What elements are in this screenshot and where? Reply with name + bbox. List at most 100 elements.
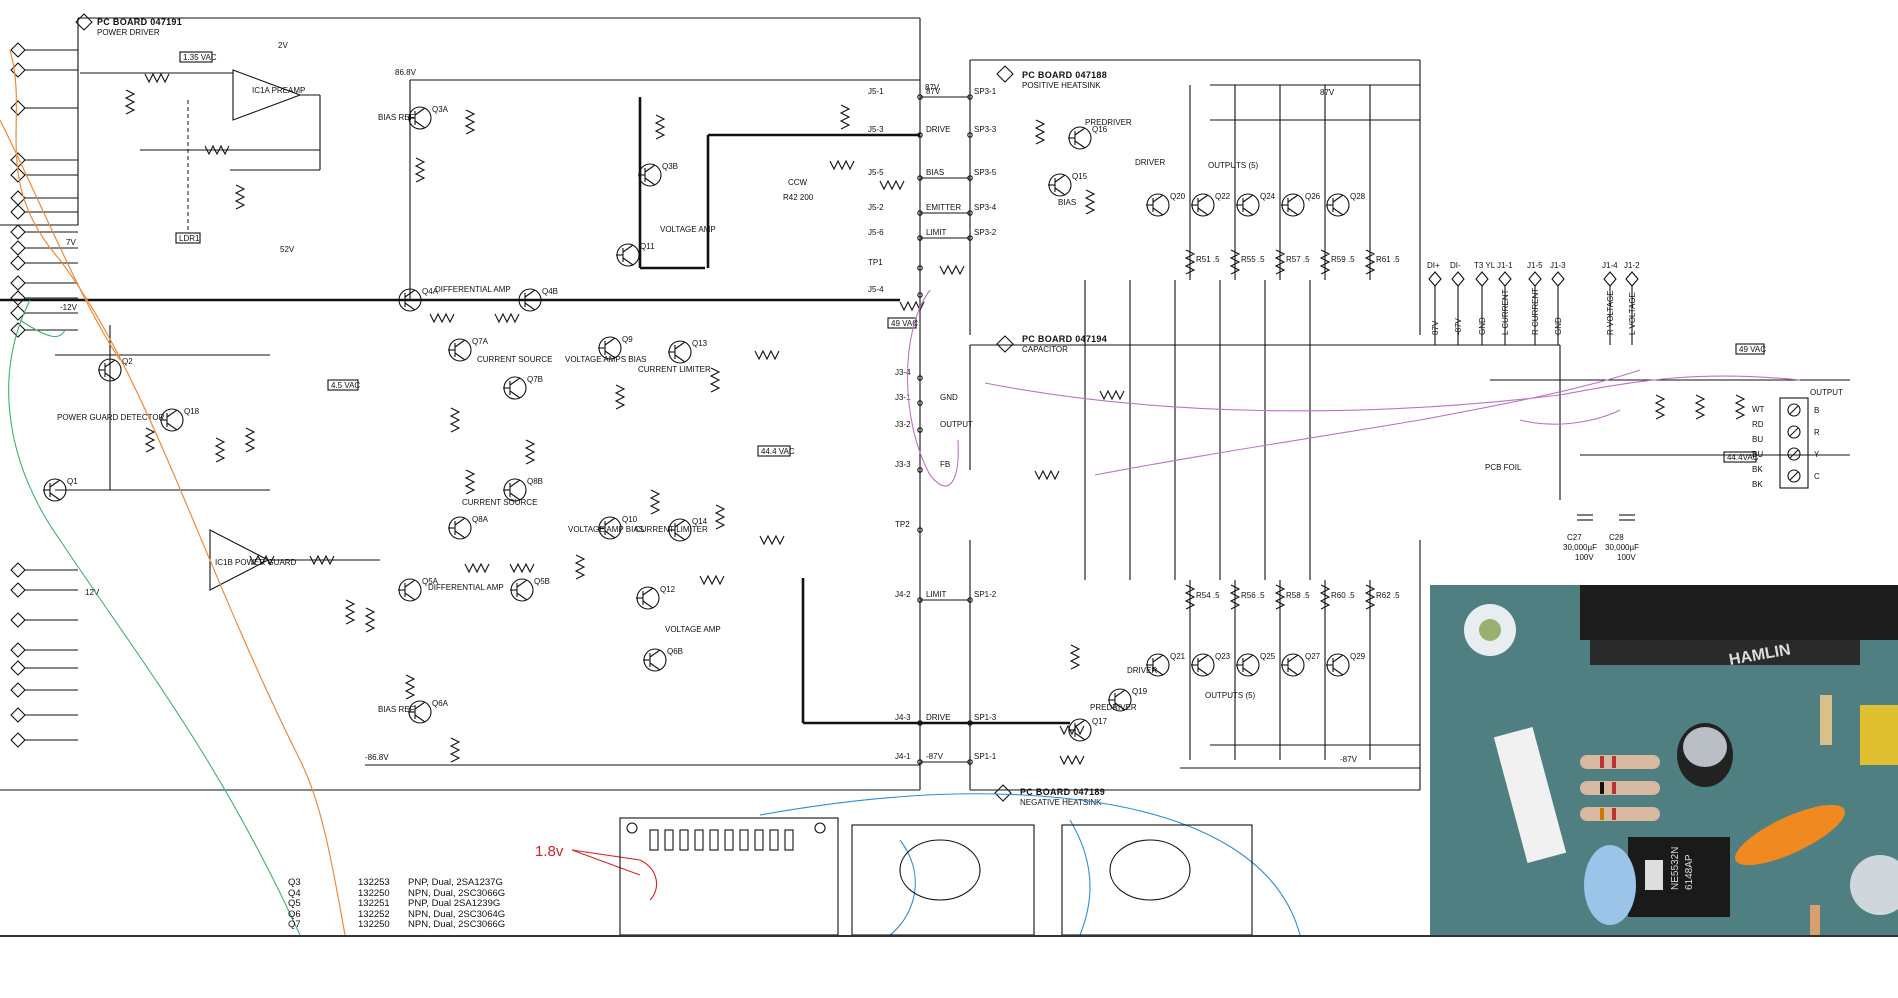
- parts-table-cell: 132253: [358, 877, 390, 888]
- terminal-label: J1-2: [1624, 261, 1640, 270]
- resistor-4: [464, 109, 476, 135]
- parts-table-cell: Q3: [288, 877, 301, 888]
- transistor-label: Q22: [1215, 192, 1231, 201]
- terminal-label: J1-5: [1527, 261, 1543, 270]
- svg-text:IC1B POWER GUARD: IC1B POWER GUARD: [215, 558, 297, 567]
- connector-pin: [10, 224, 26, 240]
- transistor-label: Q14: [692, 517, 708, 526]
- transistor-label: Q8A: [472, 515, 489, 524]
- rail-label-neg: -87V: [1340, 755, 1358, 764]
- voltage-box-444a: [757, 445, 791, 457]
- voltage-box-49a: [887, 317, 917, 329]
- output-resistor-bot-0: [1184, 584, 1196, 610]
- terminal-label: J1-4: [1602, 261, 1618, 270]
- transistor-q25: Q25: [1236, 652, 1276, 677]
- transistor-label: Q7A: [472, 337, 489, 346]
- connector-pin: [10, 100, 26, 116]
- connector-pin: [10, 732, 26, 748]
- output-terminal-label: B: [1814, 406, 1819, 415]
- sp3-pin-label: SP3-1: [974, 87, 997, 96]
- output-terminal-label: Y: [1814, 450, 1820, 459]
- rail-label-2v: 2V: [278, 41, 288, 50]
- j5-pin-label: J5-4: [868, 285, 884, 294]
- rail-label-neg12: -12V: [60, 303, 78, 312]
- transistor-q4a: Q4A: [398, 287, 439, 312]
- parts-table-cell: NPN, Dual, 2SC3066G: [408, 919, 506, 930]
- connector-pin: [10, 322, 26, 338]
- transistor-label: Q19: [1132, 687, 1148, 696]
- transistor-label: Q6A: [432, 699, 449, 708]
- resistor-6: [654, 114, 666, 140]
- transistor-q5b: Q5B: [510, 577, 550, 602]
- svg-text:OUTPUTS (5): OUTPUTS (5): [1205, 691, 1256, 700]
- transistor-label: Q29: [1350, 652, 1366, 661]
- resistor-3: [1580, 807, 1660, 821]
- resistor-5: [414, 157, 426, 183]
- transistor-q7a: Q7A: [448, 337, 489, 362]
- transistor-q22: Q22: [1191, 192, 1231, 217]
- output-resistor-top-3: [1319, 249, 1331, 275]
- parts-table-cell: PNP, Dual 2SA1239G: [408, 898, 501, 909]
- voltage-box-49b: [1735, 343, 1765, 355]
- rail-label-pos: 87V: [1320, 88, 1335, 97]
- output-terminal-label: R: [1814, 428, 1820, 437]
- parts-table-cell: 132250: [358, 887, 390, 899]
- output-resistor-bot-2: [1274, 584, 1286, 610]
- resistor-32: [879, 179, 905, 191]
- transistor-q18: Q18: [160, 407, 200, 432]
- transistor-label: Q12: [660, 585, 676, 594]
- board-title-negative-heatsink: PC BOARD 047189 NEGATIVE HEATSINK: [994, 784, 1105, 807]
- transistor-q12: Q12: [636, 585, 676, 610]
- transistor-q17: Q17: [1068, 717, 1108, 742]
- relay-body: [1580, 585, 1898, 640]
- resistor-18: [759, 534, 785, 546]
- annotation-1-8v: 1.8v: [535, 843, 564, 860]
- parts-table-cell: NPN, Dual, 2SC3064G: [408, 908, 506, 920]
- resistor-7: [449, 407, 461, 433]
- board-title-power-driver: PC BOARD 047191 POWER DRIVER: [75, 13, 182, 37]
- power-guard-section: IC1B POWER GUARD POWER GUARD DETECTOR: [55, 325, 380, 591]
- transistor-q16: Q16: [1068, 125, 1108, 150]
- transistor-label: Q9: [622, 335, 633, 344]
- svg-text:DIFFERENTIAL AMP: DIFFERENTIAL AMP: [435, 285, 511, 294]
- output-resistor-label: R51 .5: [1196, 255, 1220, 264]
- connector-pin: [10, 42, 26, 58]
- output-terminal: [1787, 403, 1801, 417]
- svg-text:PC BOARD 047188: PC BOARD 047188: [1022, 70, 1107, 80]
- voltage-box-49b-text: 49 VAC: [1739, 345, 1766, 354]
- sp1-pin-label: SP1-3: [974, 713, 997, 722]
- transistor-label: Q18: [184, 407, 200, 416]
- parts-table-cell: Q5: [288, 898, 301, 909]
- resistor-26: [214, 437, 226, 463]
- svg-text:OUTPUT: OUTPUT: [1810, 388, 1843, 397]
- transistor-q3a: Q3A: [408, 105, 449, 130]
- resistor-2: [204, 144, 230, 156]
- resistor-44: [1694, 394, 1706, 420]
- parts-table-cell: NPN, Dual, 2SC3066G: [408, 887, 506, 899]
- j5-function-label: LIMIT: [926, 228, 947, 237]
- sp1-pin-label: SP1-2: [974, 590, 997, 599]
- output-resistor-top-2: [1274, 249, 1286, 275]
- j5-pin-label: J5-3: [868, 125, 884, 134]
- transistor-q13: Q13: [668, 339, 708, 364]
- transistor-label: Q27: [1305, 652, 1321, 661]
- transistor-q21: Q21: [1146, 652, 1186, 677]
- svg-text:CAPACITOR: CAPACITOR: [1022, 345, 1068, 354]
- rail-label-868: 86.8V: [395, 68, 417, 77]
- terminal-function: R VOLTAGE: [1606, 290, 1615, 335]
- rail-cap-name: C28: [1609, 533, 1624, 542]
- output-resistor-top-0: [1184, 249, 1196, 275]
- transistor-label: Q8B: [527, 477, 543, 486]
- j4-function-label: -87V: [926, 752, 944, 761]
- resistor-38: [1084, 189, 1096, 215]
- connector-pin: [10, 275, 26, 291]
- voltage-box-4-5: [327, 379, 359, 391]
- wire-color-label: BU: [1752, 435, 1763, 444]
- output-resistor-label: R61 .5: [1376, 255, 1400, 264]
- parts-table-cell: 132250: [358, 919, 390, 930]
- resistor-45: [1734, 394, 1746, 420]
